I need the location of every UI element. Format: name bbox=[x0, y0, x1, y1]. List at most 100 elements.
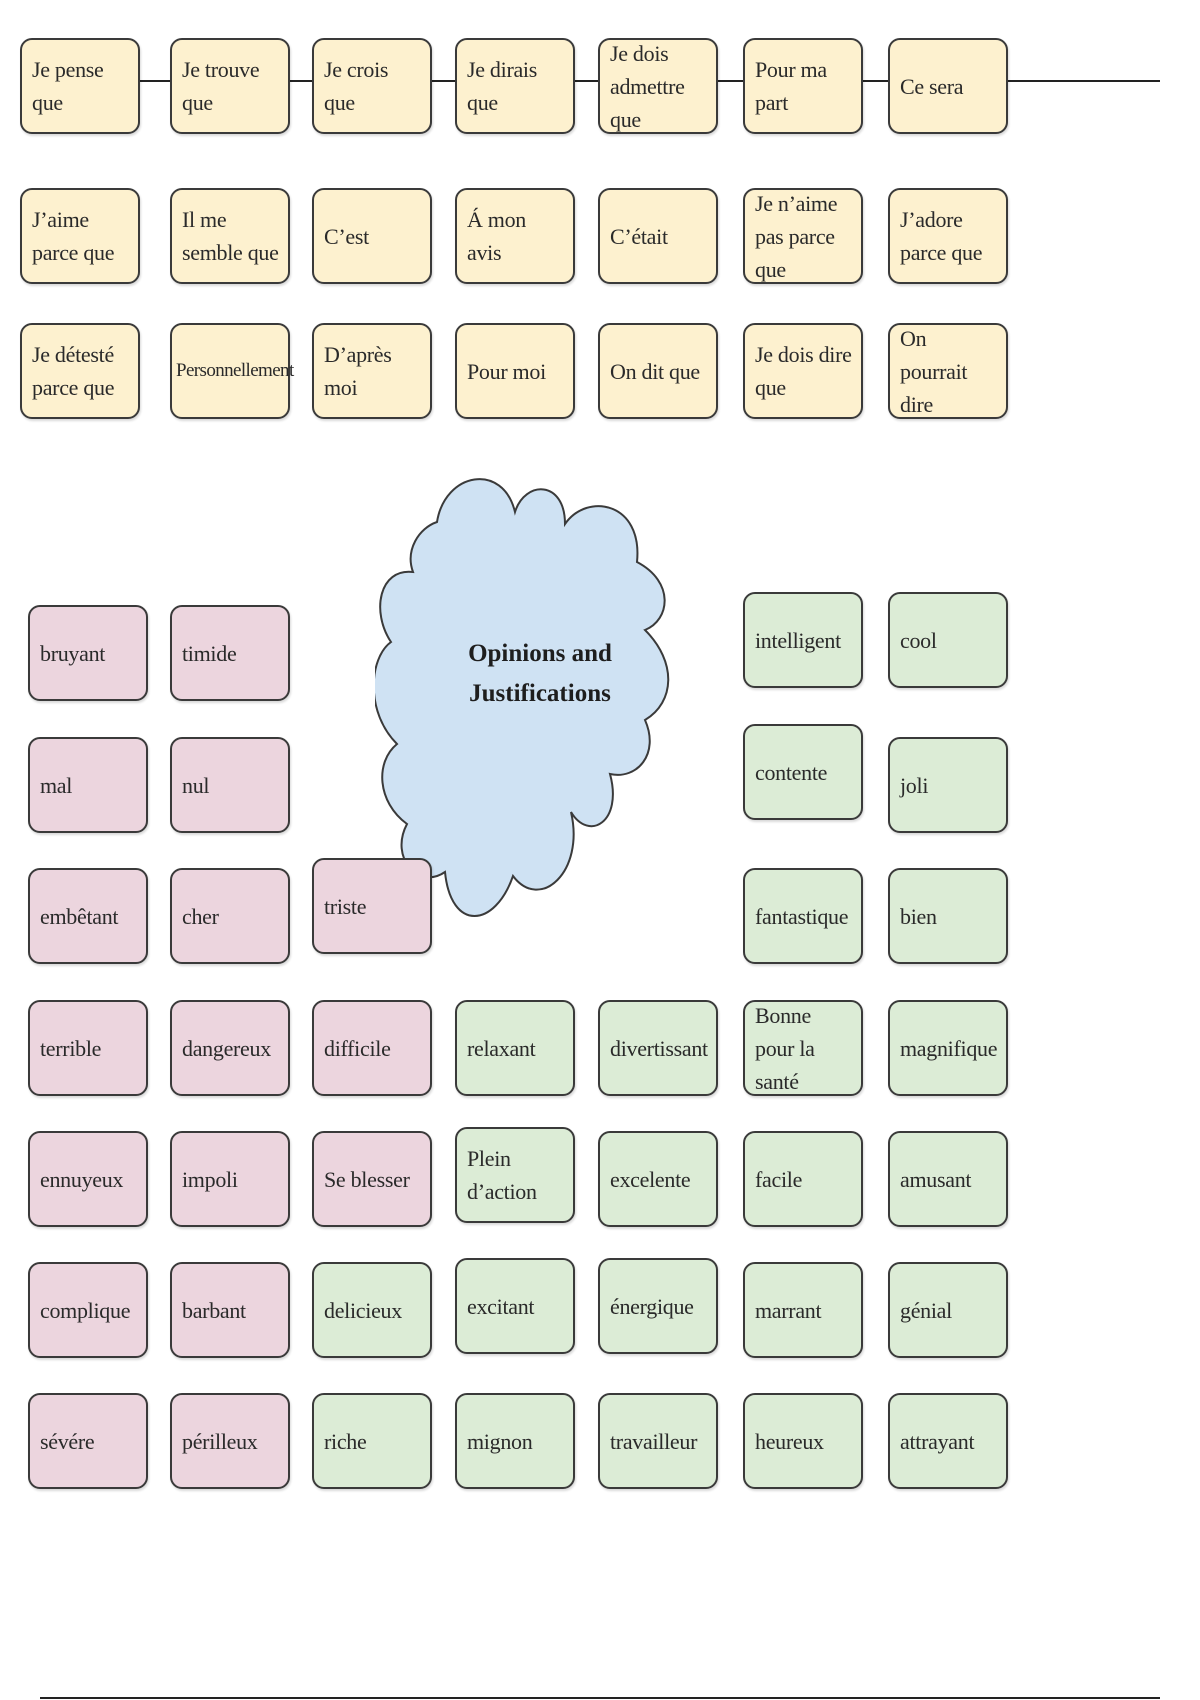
positive-word-box-label: marrant bbox=[755, 1297, 822, 1323]
cloud-shape: Opinions and Justifications bbox=[375, 462, 705, 942]
opener-box-label: J’adore parce que bbox=[900, 207, 983, 265]
negative-word-box: dangereux bbox=[170, 1000, 290, 1096]
positive-word-box: travailleur bbox=[598, 1393, 718, 1489]
positive-word-box: intelligent bbox=[743, 592, 863, 688]
opener-box: C’est bbox=[312, 188, 432, 284]
negative-word-box-label: impoli bbox=[182, 1166, 238, 1192]
opener-box-label: Je n’aime pas parce que bbox=[755, 190, 838, 282]
opener-box-label: D’après moi bbox=[324, 342, 392, 400]
negative-word-box: triste bbox=[312, 858, 432, 954]
positive-word-box-label: cool bbox=[900, 627, 937, 653]
opener-box-label: Pour ma part bbox=[755, 57, 827, 115]
opener-box: On pourrait dire bbox=[888, 323, 1008, 419]
negative-word-box: barbant bbox=[170, 1262, 290, 1358]
positive-word-box: bien bbox=[888, 868, 1008, 964]
negative-word-box: difficile bbox=[312, 1000, 432, 1096]
positive-word-box: divertissant bbox=[598, 1000, 718, 1096]
positive-word-box: mignon bbox=[455, 1393, 575, 1489]
opener-box-label: Je trouve que bbox=[182, 57, 260, 115]
positive-word-box-label: delicieux bbox=[324, 1297, 402, 1323]
opener-box: Je dois admettre que bbox=[598, 38, 718, 134]
opener-box-label: Ce sera bbox=[900, 73, 964, 99]
cloud-title: Opinions and Justifications bbox=[468, 640, 612, 707]
negative-word-box-label: dangereux bbox=[182, 1035, 271, 1061]
negative-word-box-label: timide bbox=[182, 640, 237, 666]
negative-word-box-label: embêtant bbox=[40, 903, 119, 929]
negative-word-box-label: triste bbox=[324, 893, 367, 919]
positive-word-box: joli bbox=[888, 737, 1008, 833]
negative-word-box-label: périlleux bbox=[182, 1428, 258, 1454]
negative-word-box: mal bbox=[28, 737, 148, 833]
negative-word-box-label: barbant bbox=[182, 1297, 246, 1323]
positive-word-box: excelente bbox=[598, 1131, 718, 1227]
cloud-icon bbox=[375, 478, 670, 917]
opener-box: On dit que bbox=[598, 323, 718, 419]
opener-box: Je dirais que bbox=[455, 38, 575, 134]
opener-box-label: On dit que bbox=[610, 358, 700, 384]
positive-word-box-label: joli bbox=[900, 772, 929, 798]
opener-box: Á mon avis bbox=[455, 188, 575, 284]
positive-word-box: magnifique bbox=[888, 1000, 1008, 1096]
opener-box: Pour ma part bbox=[743, 38, 863, 134]
opener-box: Je détesté parce que bbox=[20, 323, 140, 419]
negative-word-box-label: mal bbox=[40, 772, 73, 798]
opener-box-label: C’est bbox=[324, 223, 369, 249]
positive-word-box: excitant bbox=[455, 1258, 575, 1354]
positive-word-box-label: riche bbox=[324, 1428, 367, 1454]
negative-word-box-label: ennuyeux bbox=[40, 1166, 124, 1192]
negative-word-box-label: cher bbox=[182, 903, 219, 929]
opener-box: J’adore parce que bbox=[888, 188, 1008, 284]
positive-word-box-label: excelente bbox=[610, 1166, 691, 1192]
opener-box-label: Personnellement bbox=[176, 359, 294, 381]
opener-box-label: Il me semble que bbox=[182, 207, 279, 265]
negative-word-box: ennuyeux bbox=[28, 1131, 148, 1227]
opener-box: J’aime parce que bbox=[20, 188, 140, 284]
positive-word-box-label: fantastique bbox=[755, 903, 849, 929]
opener-box: Ce sera bbox=[888, 38, 1008, 134]
negative-word-box: Se blesser bbox=[312, 1131, 432, 1227]
opener-box-label: Je dois dire que bbox=[755, 342, 852, 400]
positive-word-box: heureux bbox=[743, 1393, 863, 1489]
positive-word-box: fantastique bbox=[743, 868, 863, 964]
positive-word-box: Plein d’action bbox=[455, 1127, 575, 1223]
positive-word-box-label: intelligent bbox=[755, 627, 841, 653]
negative-word-box-label: bruyant bbox=[40, 640, 106, 666]
opener-box-label: C’était bbox=[610, 223, 668, 249]
positive-word-box: riche bbox=[312, 1393, 432, 1489]
negative-word-box-label: Se blesser bbox=[324, 1166, 410, 1192]
negative-word-box: terrible bbox=[28, 1000, 148, 1096]
positive-word-box-label: excitant bbox=[467, 1293, 535, 1319]
positive-word-box: Bonne pour la santé bbox=[743, 1000, 863, 1096]
opener-box: Personnellement bbox=[170, 323, 294, 419]
negative-word-box: sévére bbox=[28, 1393, 148, 1489]
positive-word-box: facile bbox=[743, 1131, 863, 1227]
negative-word-box: bruyant bbox=[28, 605, 148, 701]
negative-word-box: impoli bbox=[170, 1131, 290, 1227]
opener-box-label: J’aime parce que bbox=[32, 207, 115, 265]
negative-word-box-label: terrible bbox=[40, 1035, 102, 1061]
opener-box-label: Je dirais que bbox=[467, 57, 538, 115]
negative-word-box-label: complique bbox=[40, 1297, 131, 1323]
positive-word-box-label: heureux bbox=[755, 1428, 824, 1454]
opener-box-label: On pourrait dire bbox=[900, 325, 968, 417]
negative-word-box: embêtant bbox=[28, 868, 148, 964]
opener-box: Je dois dire que bbox=[743, 323, 863, 419]
positive-word-box-label: travailleur bbox=[610, 1428, 698, 1454]
positive-word-box: amusant bbox=[888, 1131, 1008, 1227]
negative-word-box: périlleux bbox=[170, 1393, 290, 1489]
opener-box: C’était bbox=[598, 188, 718, 284]
positive-word-box-label: magnifique bbox=[900, 1035, 998, 1061]
opener-box: Je trouve que bbox=[170, 38, 290, 134]
opener-box-label: Je dois admettre que bbox=[610, 40, 685, 132]
positive-word-box-label: génial bbox=[900, 1297, 952, 1323]
opener-box: Pour moi bbox=[455, 323, 575, 419]
positive-word-box: cool bbox=[888, 592, 1008, 688]
positive-word-box-label: attrayant bbox=[900, 1428, 975, 1454]
negative-word-box: nul bbox=[170, 737, 290, 833]
positive-word-box-label: amusant bbox=[900, 1166, 972, 1192]
opener-box: Il me semble que bbox=[170, 188, 290, 284]
opener-box-label: Pour moi bbox=[467, 358, 546, 384]
positive-word-box-label: Bonne pour la santé bbox=[755, 1002, 815, 1094]
opener-box: Je pense que bbox=[20, 38, 140, 134]
